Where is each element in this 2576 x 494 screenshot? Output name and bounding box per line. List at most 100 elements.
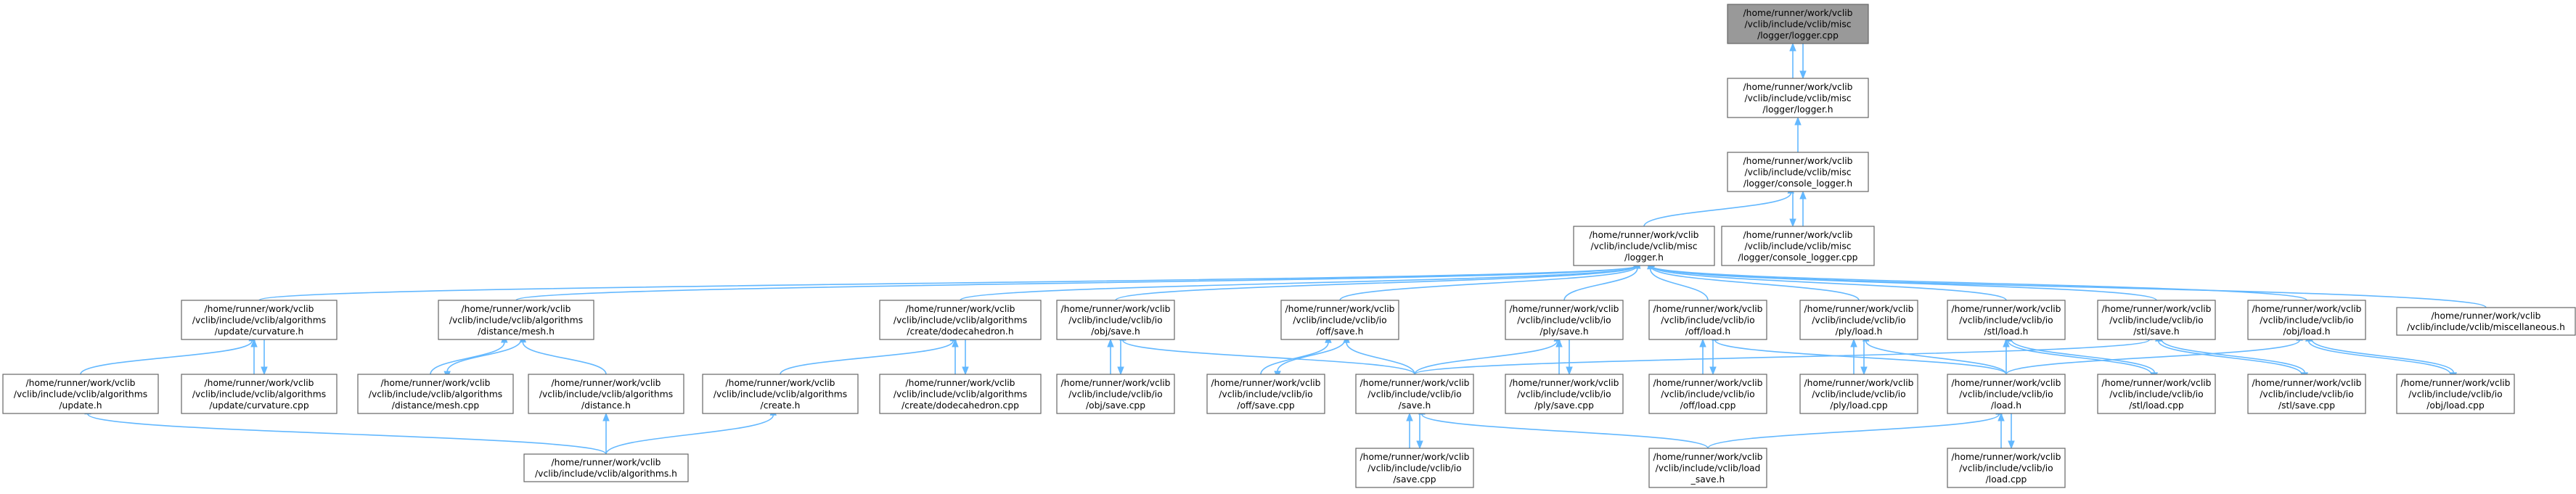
file-path-line: /stl/load.cpp — [2129, 400, 2184, 411]
file-node-stl-load-h[interactable]: /home/runner/work/vclib/vclib/include/vc… — [1947, 300, 2066, 340]
file-node-ply-load-cpp[interactable]: /home/runner/work/vclib/vclib/include/vc… — [1799, 374, 1918, 414]
file-path-line: /home/runner/work/vclib — [2252, 378, 2362, 388]
file-node-logger-h[interactable]: /home/runner/work/vclib/vclib/include/vc… — [1727, 78, 1869, 118]
file-path-line: /off/save.h — [1317, 326, 1364, 337]
file-path-line: /vclib/include/vclib/algorithms — [539, 389, 673, 399]
file-node-console-logger-h[interactable]: /home/runner/work/vclib/vclib/include/vc… — [1727, 152, 1869, 192]
file-path-line: /home/runner/work/vclib — [1952, 452, 2061, 462]
file-path-line: /home/runner/work/vclib — [1211, 378, 1321, 388]
file-path-line: /home/runner/work/vclib — [2102, 378, 2212, 388]
file-node-dodecahedron-cpp[interactable]: /home/runner/work/vclib/vclib/include/vc… — [879, 374, 1042, 414]
file-path-line: /home/runner/work/vclib — [1743, 156, 1853, 166]
file-path-line: /stl/save.cpp — [2278, 400, 2335, 411]
file-path-line: /stl/save.h — [2133, 326, 2179, 337]
file-path-line: /off/load.h — [1685, 326, 1730, 337]
file-path-line: /load.h — [1991, 400, 2021, 411]
edge-arrowhead — [1406, 412, 1413, 421]
edge-line — [2161, 339, 2306, 374]
file-node-console-logger-cpp[interactable]: /home/runner/work/vclib/vclib/include/vc… — [1721, 226, 1875, 266]
file-node-miscellaneous-h[interactable]: /home/runner/work/vclib/vclib/include/vc… — [2396, 307, 2576, 336]
file-node-box — [2396, 374, 2515, 414]
edge-obj-load-cpp-to-obj-load-h — [2305, 332, 2451, 375]
file-path-line: /distance.h — [581, 400, 631, 411]
file-path-line: /vclib/include/vclib/io — [1367, 463, 1461, 473]
edge-line — [1260, 342, 1329, 375]
file-node-box — [2, 374, 159, 414]
edge-stl-save-h-to-stl-save-cpp — [2161, 339, 2308, 382]
edge-obj-save-h-to-obj-save-cpp — [1117, 339, 1124, 376]
file-path-line: /home/runner/work/vclib — [1804, 304, 1914, 314]
file-node-ply-save-cpp[interactable]: /home/runner/work/vclib/vclib/include/vc… — [1505, 374, 1624, 414]
file-node-io-save-h[interactable]: /home/runner/work/vclib/vclib/include/vc… — [1355, 374, 1474, 414]
file-path-line: /home/runner/work/vclib — [1653, 378, 1763, 388]
file-node-box — [1727, 152, 1869, 192]
edge-line — [1115, 265, 1637, 301]
file-node-box — [1573, 226, 1715, 266]
file-path-line: /vclib/include/vclib/load — [1656, 463, 1761, 473]
file-node-distance-mesh-cpp[interactable]: /home/runner/work/vclib/vclib/include/vc… — [357, 374, 514, 414]
file-node-obj-save-h[interactable]: /home/runner/work/vclib/vclib/include/vc… — [1056, 300, 1175, 340]
file-node-off-save-cpp[interactable]: /home/runner/work/vclib/vclib/include/vc… — [1206, 374, 1325, 414]
file-node-box — [1505, 300, 1624, 340]
file-node-box — [1799, 300, 1918, 340]
file-node-off-load-h[interactable]: /home/runner/work/vclib/vclib/include/vc… — [1648, 300, 1767, 340]
file-path-line: /create/dodecahedron.h — [907, 326, 1013, 337]
file-path-line: /update.h — [59, 400, 102, 411]
file-path-line: /vclib/include/vclib/io — [1517, 315, 1611, 325]
file-node-box — [1947, 300, 2066, 340]
edge-line — [522, 342, 607, 375]
edge-line — [1122, 339, 1415, 375]
file-path-line: /home/runner/work/vclib — [381, 378, 491, 388]
file-node-curvature-h[interactable]: /home/runner/work/vclib/vclib/include/vc… — [181, 300, 338, 340]
file-path-line: /home/runner/work/vclib — [1590, 230, 1699, 240]
file-node-stl-load-cpp[interactable]: /home/runner/work/vclib/vclib/include/vc… — [2097, 374, 2216, 414]
file-node-obj-save-cpp[interactable]: /home/runner/work/vclib/vclib/include/vc… — [1056, 374, 1175, 414]
file-node-off-save-h[interactable]: /home/runner/work/vclib/vclib/include/vc… — [1280, 300, 1399, 340]
file-path-line: /home/runner/work/vclib — [26, 378, 136, 388]
file-node-off-load-cpp[interactable]: /home/runner/work/vclib/vclib/include/vc… — [1648, 374, 1767, 414]
file-path-line: /vclib/include/vclib/algorithms — [894, 315, 1027, 325]
file-node-ply-load-h[interactable]: /home/runner/work/vclib/vclib/include/vc… — [1799, 300, 1918, 340]
file-node-obj-load-cpp[interactable]: /home/runner/work/vclib/vclib/include/vc… — [2396, 374, 2515, 414]
file-path-line: /vclib/include/vclib/io — [1661, 315, 1754, 325]
edge-stl-save-cpp-to-stl-save-h — [2155, 332, 2302, 375]
edge-logger-cpp-to-logger-h — [1799, 44, 1807, 80]
file-path-line: /create.h — [761, 400, 801, 411]
edge-line — [960, 265, 1637, 301]
file-node-algorithms-h[interactable]: /home/runner/work/vclib/vclib/include/vc… — [523, 453, 689, 482]
edge-ply-save-h-to-misc-logger-h — [1563, 260, 1641, 301]
file-node-create-h[interactable]: /home/runner/work/vclib/vclib/include/vc… — [702, 374, 859, 414]
file-path-line: /home/runner/work/vclib — [1061, 378, 1171, 388]
file-node-dodecahedron-h[interactable]: /home/runner/work/vclib/vclib/include/vc… — [879, 300, 1042, 340]
file-node-stl-save-cpp[interactable]: /home/runner/work/vclib/vclib/include/vc… — [2247, 374, 2366, 414]
edge-arrowhead — [1789, 42, 1796, 52]
edge-line — [1414, 340, 1558, 375]
file-path-line: /home/runner/work/vclib — [1510, 378, 1619, 388]
file-path-line: /vclib/include/vclib/algorithms — [449, 315, 583, 325]
file-node-curvature-cpp[interactable]: /home/runner/work/vclib/vclib/include/vc… — [181, 374, 338, 414]
file-node-distance-h[interactable]: /home/runner/work/vclib/vclib/include/vc… — [528, 374, 684, 414]
file-node-load-save-h[interactable]: /home/runner/work/vclib/vclib/include/vc… — [1648, 448, 1767, 488]
file-node-box — [1648, 374, 1767, 414]
file-node-update-h[interactable]: /home/runner/work/vclib/vclib/include/vc… — [2, 374, 159, 414]
file-node-io-load-h[interactable]: /home/runner/work/vclib/vclib/include/vc… — [1947, 374, 2066, 414]
file-path-line: /vclib/include/vclib/misc — [1744, 167, 1851, 177]
file-node-logger-cpp[interactable]: /home/runner/work/vclib/vclib/include/vc… — [1727, 4, 1869, 44]
file-node-box — [879, 300, 1042, 340]
file-node-misc-logger-h[interactable]: /home/runner/work/vclib/vclib/include/vc… — [1573, 226, 1715, 266]
edge-line — [1643, 192, 1792, 227]
edge-off-save-h-to-off-save-cpp — [1274, 339, 1346, 380]
file-node-box — [1648, 300, 1767, 340]
file-node-ply-save-h[interactable]: /home/runner/work/vclib/vclib/include/vc… — [1505, 300, 1624, 340]
edge-line — [2005, 339, 2300, 375]
file-node-box — [1727, 78, 1869, 118]
file-node-box — [1799, 374, 1918, 414]
file-node-io-load-cpp[interactable]: /home/runner/work/vclib/vclib/include/vc… — [1947, 448, 2066, 488]
file-path-line: /vclib/include/vclib/io — [2260, 389, 2353, 399]
file-node-obj-load-h[interactable]: /home/runner/work/vclib/vclib/include/vc… — [2247, 300, 2366, 340]
file-path-line: /vclib/include/vclib/io — [1068, 389, 1162, 399]
file-node-io-save-cpp[interactable]: /home/runner/work/vclib/vclib/include/vc… — [1355, 448, 1474, 488]
file-node-stl-save-h[interactable]: /home/runner/work/vclib/vclib/include/vc… — [2097, 300, 2216, 340]
file-node-distance-mesh-h[interactable]: /home/runner/work/vclib/vclib/include/vc… — [438, 300, 594, 340]
